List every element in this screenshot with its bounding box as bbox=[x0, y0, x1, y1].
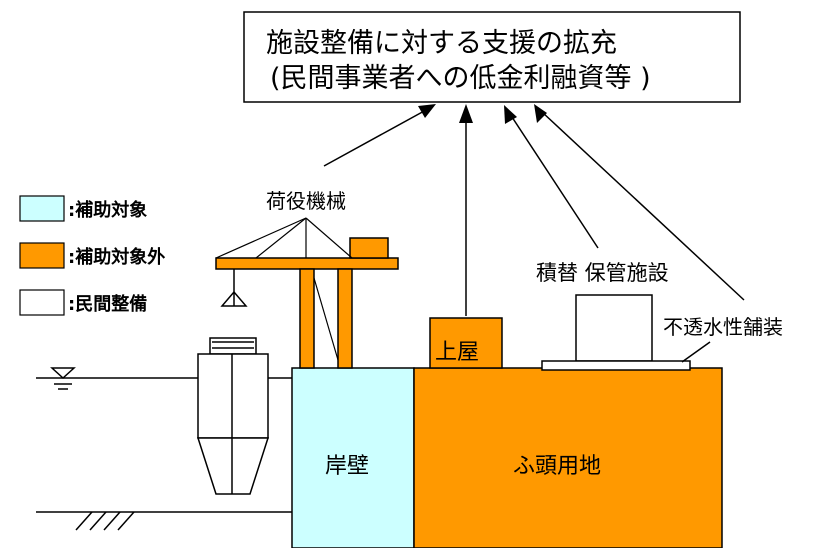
crane bbox=[215, 217, 399, 369]
crane-cables bbox=[215, 217, 353, 259]
legend-swatch-not-subsidized bbox=[19, 242, 65, 269]
crane-hook-icon bbox=[220, 269, 248, 307]
crane-right-leg bbox=[337, 268, 353, 369]
legend-swatch-subsidized bbox=[19, 195, 65, 222]
crane-machine-house bbox=[349, 237, 389, 259]
seabed-hatch-icon bbox=[75, 511, 135, 531]
crane-left-leg bbox=[299, 268, 315, 369]
legend-label-not-subsidized: :補助対象外 bbox=[68, 246, 165, 268]
arrowhead-storage bbox=[504, 105, 517, 124]
water-level-icon bbox=[50, 367, 76, 390]
title-line-2: (民間事業者への低金利融資等 ) bbox=[270, 63, 651, 94]
title-line-1: 施設整備に対する支援の拡充 bbox=[266, 28, 617, 59]
arrowhead-paving bbox=[534, 104, 547, 123]
arrowhead-crane bbox=[418, 104, 436, 118]
impermeable-paving-label: 不透水性舗装 bbox=[663, 315, 783, 339]
storage-facility bbox=[575, 294, 653, 362]
legend-label-subsidized: :補助対象 bbox=[68, 199, 147, 221]
crane-label: 荷役機械 bbox=[266, 189, 346, 213]
legend: :補助対象 :補助対象外 :民間整備 bbox=[19, 195, 165, 316]
arrow-from-paving bbox=[541, 111, 745, 301]
wharf-land bbox=[413, 367, 723, 548]
wharf-land-label: ふ頭用地 bbox=[513, 454, 601, 479]
legend-label-private: :民間整備 bbox=[68, 293, 147, 315]
shed-label: 上屋 bbox=[435, 340, 479, 365]
ship-icon bbox=[196, 337, 270, 495]
support-arrows bbox=[323, 109, 745, 316]
arrowhead-shed bbox=[459, 104, 473, 123]
storage-facility-label: 積替 保管施設 bbox=[536, 261, 669, 285]
title-box bbox=[243, 11, 741, 103]
impermeable-paving bbox=[541, 360, 691, 371]
shed bbox=[429, 317, 503, 369]
crane-boom bbox=[215, 257, 399, 270]
paving-leader-line bbox=[681, 341, 711, 363]
arrowheads bbox=[418, 104, 547, 124]
arrow-from-crane bbox=[323, 109, 427, 167]
quay-wall-label: 岸壁 bbox=[325, 454, 369, 479]
arrow-from-storage bbox=[509, 113, 599, 249]
quay-wall bbox=[291, 367, 415, 548]
legend-swatch-private bbox=[19, 289, 65, 316]
